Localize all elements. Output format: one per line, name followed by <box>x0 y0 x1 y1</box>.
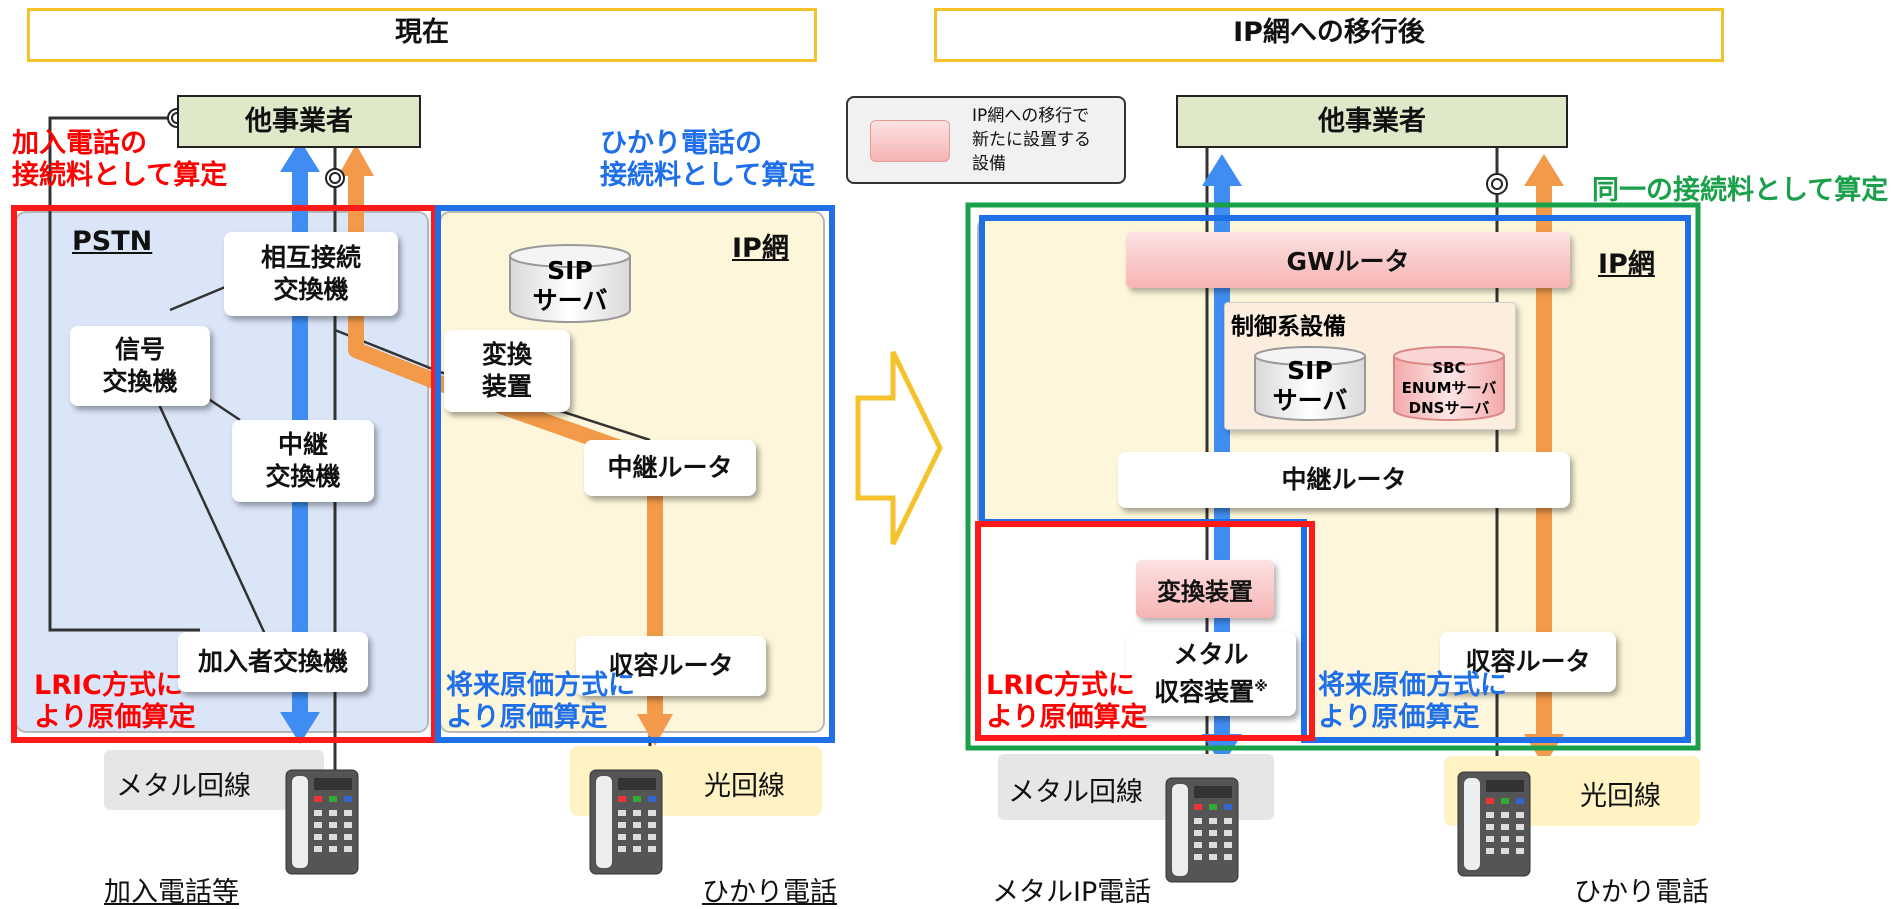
control-title: 制御系設備 <box>1231 314 1346 340</box>
phone-icon <box>285 769 359 875</box>
access-router-left: 収容ルータ <box>576 636 766 696</box>
relay-exchange: 中継交換機 <box>232 420 374 502</box>
mutual-exchange: 相互接続交換機 <box>224 232 398 316</box>
red-note-right: LRIC方式により原価算定 <box>986 670 1148 733</box>
other-carrier-right: 他事業者 <box>1176 95 1568 148</box>
ip-blue-frame-left <box>435 205 835 743</box>
fiber-line-left-label: 光回線 <box>704 771 785 802</box>
pstn-label: PSTN <box>72 226 153 257</box>
signal-exchange: 信号交換機 <box>70 326 210 406</box>
access-router-right: 収容ルータ <box>1440 632 1616 692</box>
phone-icon <box>589 769 663 875</box>
blue-note-top-left: ひかり電話の接続料として算定 <box>600 128 816 191</box>
converter-right: 変換装置 <box>1136 560 1274 618</box>
sbc-server <box>1393 346 1505 421</box>
metal-access-device: メタル 収容装置※ <box>1126 632 1296 716</box>
legend-text: IP網への移行で新たに設置する設備 <box>972 106 1091 174</box>
phone-right-caption-left: ひかり電話 <box>702 877 837 908</box>
left-header: 現在 <box>27 8 817 62</box>
relay-router-right: 中継ルータ <box>1118 452 1570 508</box>
phone-left-caption: 加入電話等 <box>104 877 239 908</box>
legend-box: IP網への移行で新たに設置する設備 <box>846 96 1126 184</box>
fiber-line-right-label: 光回線 <box>1580 781 1661 812</box>
ip-label-left: IP網 <box>732 233 789 264</box>
lric-red-frame-right <box>975 521 1315 741</box>
phone-right-caption-right: ひかり電話 <box>1574 877 1709 908</box>
green-frame <box>965 202 1701 751</box>
pstn-red-frame <box>11 205 437 743</box>
subscriber-exchange: 加入者交換機 <box>178 632 368 692</box>
phone-icon <box>1457 771 1531 877</box>
green-note: 同一の接続料として算定 <box>1592 175 1889 206</box>
converter-left: 変換装置 <box>444 330 570 412</box>
transition-arrow <box>855 350 943 546</box>
blue-note-right: 将来原価方式により原価算定 <box>1318 670 1507 733</box>
ip-label-right: IP網 <box>1598 249 1655 280</box>
pstn-loop-line <box>48 116 200 632</box>
legend-swatch <box>870 120 950 162</box>
blue-note-bottom-left: 将来原価方式により原価算定 <box>446 670 635 733</box>
other-carrier-left: 他事業者 <box>177 95 421 148</box>
phone-icon <box>1165 777 1239 883</box>
sip-server-right <box>1254 346 1366 421</box>
sip-server-left <box>509 244 631 323</box>
red-note-bottom-left: LRIC方式により原価算定 <box>34 670 196 733</box>
red-note-top-left: 加入電話の接続料として算定 <box>12 128 228 191</box>
right-header: IP網への移行後 <box>934 8 1724 62</box>
phone-left-caption-right: メタルIP電話 <box>992 877 1152 908</box>
relay-router-left: 中継ルータ <box>584 440 756 496</box>
gw-router: GWルータ <box>1126 232 1570 288</box>
metal-line-right-label: メタル回線 <box>1008 777 1143 808</box>
metal-line-left-label: メタル回線 <box>116 771 251 802</box>
